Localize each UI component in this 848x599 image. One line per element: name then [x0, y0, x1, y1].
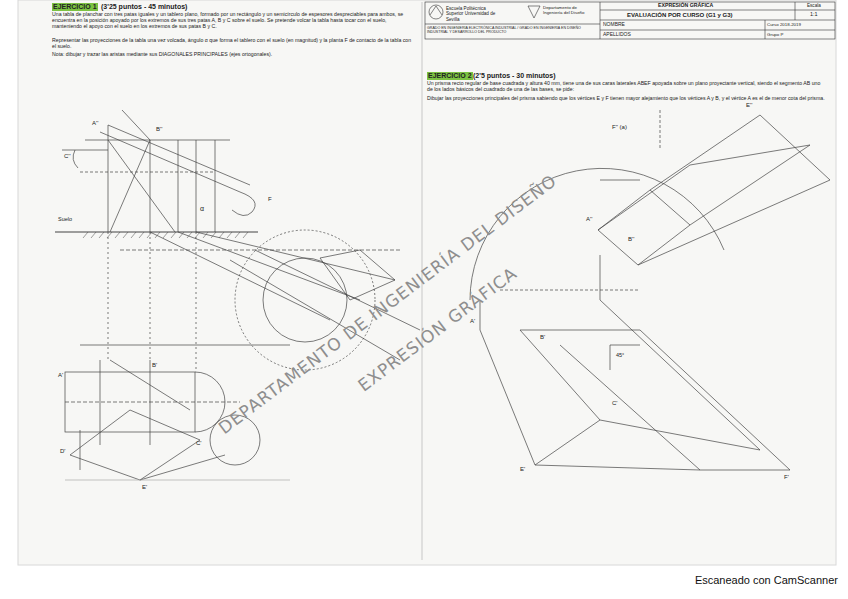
exercise-heading: EJERCICIO 1: [52, 3, 98, 11]
point-label: F': [784, 474, 789, 481]
exam-title: EVALUACIÓN POR CURSO (G1 y G3): [627, 12, 733, 19]
school-name: Escuela Politécnica Superior Universidad…: [446, 6, 504, 22]
exercise-points: (3'25 puntos - 45 minutos): [101, 3, 187, 11]
point-label: B'': [628, 236, 634, 243]
point-label: B': [540, 334, 545, 341]
note-text: Nota: dibujar y trazar las aristas media…: [52, 52, 412, 58]
statement-text: Representar las proyecciones de la tabla…: [52, 38, 412, 50]
exercise-heading: EJERCICIO 2: [427, 72, 473, 80]
point-label: F'' (a): [612, 124, 627, 131]
point-label: E': [142, 484, 147, 491]
name-field: NOMBRE: [603, 22, 625, 28]
point-label: B'': [156, 126, 162, 133]
point-label: E': [520, 466, 525, 473]
statement-text: Dibujar las proyecciones principales del…: [427, 96, 827, 102]
scanner-footer: Escaneado con CamScanner: [695, 574, 838, 587]
exercise-points: (2'5 puntos - 30 minutos): [473, 72, 556, 80]
statement-text: Un prisma recto regular de base cuadrada…: [427, 81, 827, 93]
ground-label: Suelo: [58, 216, 72, 222]
point-label: A': [470, 318, 475, 325]
angle-label: 45°: [616, 352, 624, 358]
point-label: E'': [746, 102, 752, 109]
surname-field: APELLIDOS: [603, 32, 631, 38]
point-label: B': [152, 362, 157, 369]
scale-heading: Escala: [807, 3, 821, 8]
point-label: A': [58, 372, 63, 379]
course-field: Curso 2018-2019: [767, 22, 801, 27]
point-label: D': [60, 448, 65, 455]
department-name: Departamento de Ingeniería del Diseño: [543, 5, 595, 15]
point-label: F: [268, 196, 272, 203]
point-label: C': [612, 400, 617, 407]
angle-label: α: [200, 205, 204, 213]
point-label: A'': [586, 216, 592, 223]
point-label: C'': [64, 153, 71, 160]
point-label: C': [196, 440, 201, 447]
scale-value: 1:1: [810, 11, 818, 17]
degree-name: GRADO EN INGENIERÍA ELECTRÓNICA INDUSTRI…: [427, 26, 597, 34]
subject-title: EXPRESIÓN GRÁFICA: [658, 3, 713, 9]
group-field: Grupo P: [767, 32, 783, 37]
point-label: A'': [92, 120, 98, 127]
statement-text: Una tabla de planchar con tres patas igu…: [52, 12, 412, 30]
